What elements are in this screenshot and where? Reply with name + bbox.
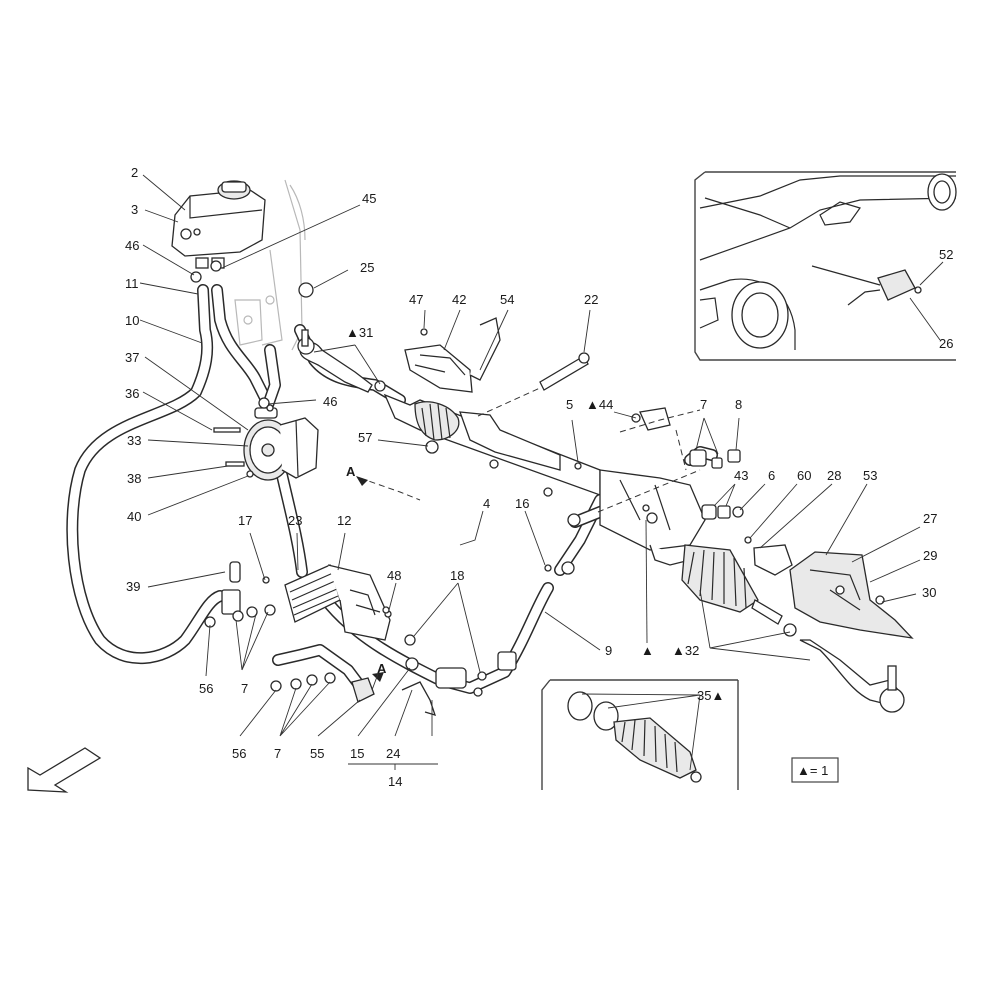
callout-16: 16 [515, 496, 529, 511]
callout-53: 53 [863, 468, 877, 483]
callout-5: 5 [566, 397, 573, 412]
section-a-label: A [346, 464, 356, 479]
callout-60: 60 [797, 468, 811, 483]
callout-57: 57 [358, 430, 372, 445]
callout-55: 55 [310, 746, 324, 761]
upper-bracket [374, 317, 501, 393]
callout-23: 23 [288, 513, 302, 528]
leader-lines [139, 174, 944, 771]
inset-car-sensor [694, 171, 957, 361]
legend-text: ▲= 1 [797, 763, 828, 778]
callout-7: 7 [700, 397, 707, 412]
inset-boot-kit [541, 679, 739, 790]
pipe-clamps [382, 606, 517, 716]
callout-7: 7 [241, 681, 248, 696]
callout-36: 36 [125, 386, 139, 401]
legend-box: ▲= 1 [791, 757, 839, 783]
section-a-label: A [377, 661, 387, 676]
callout-31: ▲31 [346, 325, 373, 340]
callout-14: 14 [388, 774, 402, 789]
steering-pump [243, 407, 319, 481]
callout-56: 56 [199, 681, 213, 696]
callout-45: 45 [362, 191, 376, 206]
callout-42: 42 [452, 292, 466, 307]
callout-8: 8 [735, 397, 742, 412]
steering-rack [383, 352, 706, 575]
callout-26: 26 [939, 336, 953, 351]
callout-6: 6 [768, 468, 775, 483]
callout-2: 2 [131, 165, 138, 180]
callout-40: 40 [127, 509, 141, 524]
callout-38: 38 [127, 471, 141, 486]
callout-39: 39 [126, 579, 140, 594]
callout-11: 11 [125, 276, 139, 291]
callout-54: 54 [500, 292, 514, 307]
alignment-lines [477, 387, 701, 513]
direction-arrow [27, 747, 102, 793]
callout-46: 46 [323, 394, 337, 409]
callout-9: 9 [605, 643, 612, 658]
callout-18: 18 [450, 568, 464, 583]
callout-33: 33 [127, 433, 141, 448]
callout-15: 15 [350, 746, 364, 761]
callout-25: 25 [360, 260, 374, 275]
callout-28: 28 [827, 468, 841, 483]
callout-triangle: ▲ [641, 643, 654, 658]
callout-17: 17 [238, 513, 252, 528]
callout-46: 46 [125, 238, 139, 253]
callout-22: 22 [584, 292, 598, 307]
tie-rod-left [297, 329, 373, 393]
callout-56: 56 [232, 746, 246, 761]
left-fittings [190, 260, 375, 703]
callout-43: 43 [734, 468, 748, 483]
section-a-arrows [356, 476, 421, 691]
heat-shield [789, 551, 914, 639]
callout-29: 29 [923, 548, 937, 563]
callout-3: 3 [131, 202, 138, 217]
chassis-outline [234, 179, 306, 351]
callout-52: 52 [939, 247, 953, 262]
callout-4: 4 [483, 496, 490, 511]
callout-10: 10 [125, 313, 139, 328]
hose-lines [66, 284, 718, 694]
callout-35: 35▲ [697, 688, 724, 703]
callout-44: ▲44 [586, 397, 613, 412]
fluid-reservoir [171, 180, 266, 269]
callout-48: 48 [387, 568, 401, 583]
callout-12: 12 [337, 513, 351, 528]
callout-27: 27 [923, 511, 937, 526]
callout-30: 30 [922, 585, 936, 600]
callout-labels: 2 3 46 11 10 37 36 33 38 40 39 56 7 56 7… [125, 165, 953, 789]
callout-7: 7 [274, 746, 281, 761]
callout-32: ▲32 [672, 643, 699, 658]
callout-37: 37 [125, 350, 139, 365]
callout-47: 47 [409, 292, 423, 307]
callout-24: 24 [386, 746, 400, 761]
